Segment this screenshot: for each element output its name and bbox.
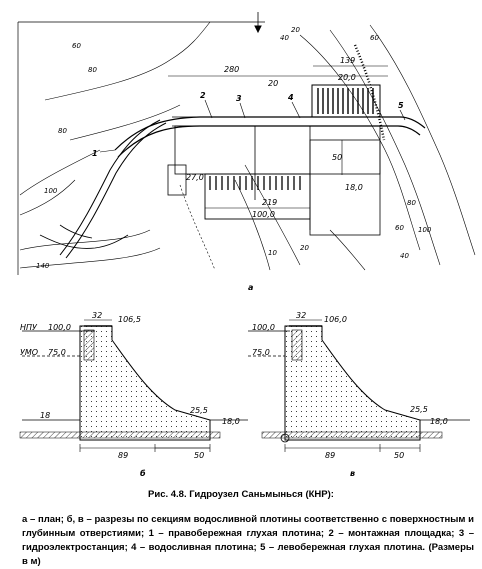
- sc-100-0: 100,0: [252, 323, 275, 332]
- contour-100-a: 100: [44, 187, 58, 195]
- sb-dim-32: 32: [92, 311, 102, 320]
- sc-dim-32: 32: [296, 311, 306, 320]
- plan-dim-20: 20: [268, 79, 278, 88]
- figure-legend: а – план; б, в – разрезы по секциям водо…: [22, 514, 474, 567]
- plan-level-100-0: 100,0: [252, 210, 275, 219]
- plan-labels: 280 139 20 20,0 50 18,0 27,0 219 100,0 6…: [36, 26, 432, 292]
- contour-20-b: 20: [300, 244, 309, 252]
- plan-view: [17, 12, 476, 275]
- sb-dim-50: 50: [194, 451, 204, 460]
- contour-80-b: 80: [88, 66, 97, 74]
- sb-18-0: 18,0: [222, 417, 240, 426]
- sb-umo: УМО: [20, 348, 38, 357]
- callout-4: 4: [287, 93, 294, 102]
- callout-5: 5: [398, 101, 404, 110]
- sb-106-5: 106,5: [118, 315, 141, 324]
- contour-40: 40: [280, 34, 289, 42]
- plan-level-18-0: 18,0: [345, 183, 363, 192]
- sc-75-0: 75,0: [252, 348, 270, 357]
- sc-dim-50: 50: [394, 451, 404, 460]
- section-b-labels: НПУ 100,0 УМО 75,0 106,5 25,5 18,0 18 32…: [20, 311, 240, 478]
- contour-60-c: 60: [395, 224, 404, 232]
- plan-level-20-0: 20,0: [338, 73, 356, 82]
- plan-dim-219: 219: [262, 198, 277, 207]
- sc-18-0: 18,0: [430, 417, 448, 426]
- sb-100-0: 100,0: [48, 323, 71, 332]
- plan-level-27-0: 27,0: [186, 173, 204, 182]
- contour-140: 140: [36, 262, 50, 270]
- contour-80-a: 80: [58, 127, 67, 135]
- sb-dim-89: 89: [118, 451, 128, 460]
- sc-25-5: 25,5: [410, 405, 428, 414]
- sb-npu: НПУ: [20, 323, 38, 332]
- sb-18: 18: [40, 411, 50, 420]
- contour-80-c: 80: [407, 199, 416, 207]
- callout-1: 1: [92, 149, 98, 158]
- contour-60-a: 60: [72, 42, 81, 50]
- sb-letter: б: [140, 468, 146, 478]
- section-c-drawing: [248, 319, 470, 452]
- technical-drawing: 280 139 20 20,0 50 18,0 27,0 219 100,0 6…: [17, 12, 476, 478]
- sc-letter: в: [350, 469, 355, 478]
- contour-60-b: 60: [370, 34, 379, 42]
- sb-75-0: 75,0: [48, 348, 66, 357]
- plan-dim-50: 50: [332, 153, 342, 162]
- section-b-drawing: [19, 319, 248, 452]
- contour-20-a: 20: [291, 26, 300, 34]
- plan-dim-280: 280: [224, 65, 239, 74]
- callout-2: 2: [200, 91, 206, 100]
- callout-3: 3: [236, 94, 242, 103]
- sb-25-5: 25,5: [190, 406, 208, 415]
- contour-10: 10: [268, 249, 277, 257]
- sc-106-0: 106,0: [324, 315, 347, 324]
- contour-100-b: 100: [418, 226, 432, 234]
- section-c-labels: 100,0 75,0 106,0 25,5 18,0 32 89 50 в: [252, 311, 448, 478]
- contour-40-b: 40: [400, 252, 409, 260]
- sc-dim-89: 89: [325, 451, 335, 460]
- plan-letter: а: [248, 283, 253, 292]
- figure-caption: Рис. 4.8. Гидроузел Саньмынься (КНР):: [148, 489, 334, 500]
- plan-dim-139: 139: [340, 56, 355, 65]
